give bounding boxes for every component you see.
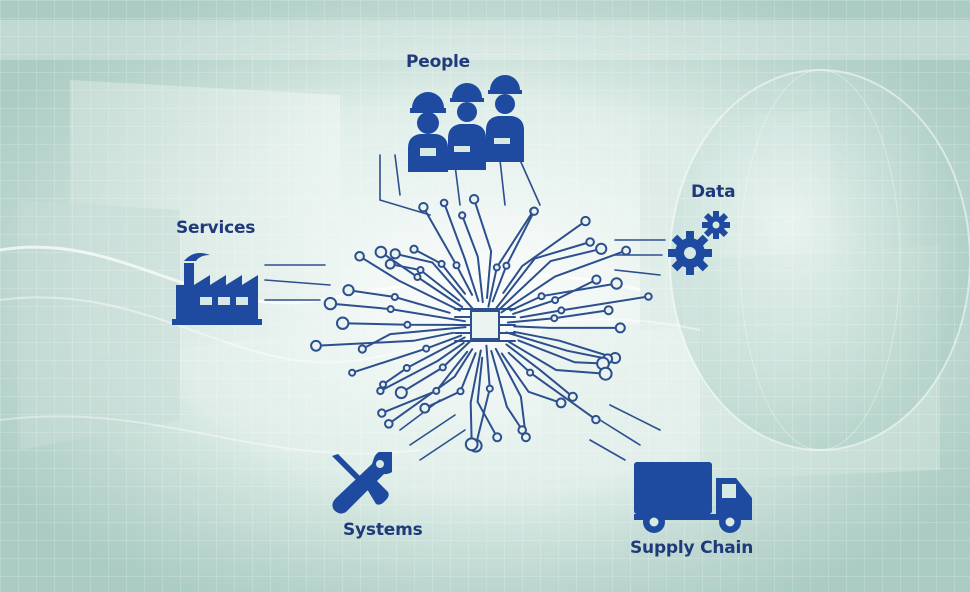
people-label: People xyxy=(406,52,470,72)
supply-chain-label: Supply Chain xyxy=(630,538,754,558)
workers-icon xyxy=(408,75,524,172)
factory-icon xyxy=(172,253,262,325)
wrench-screwdriver-icon xyxy=(332,452,392,514)
data-label: Data xyxy=(691,182,736,202)
systems-label: Systems xyxy=(343,520,423,540)
truck-icon xyxy=(634,462,752,533)
gears-icon xyxy=(668,211,730,275)
services-label: Services xyxy=(176,218,256,238)
